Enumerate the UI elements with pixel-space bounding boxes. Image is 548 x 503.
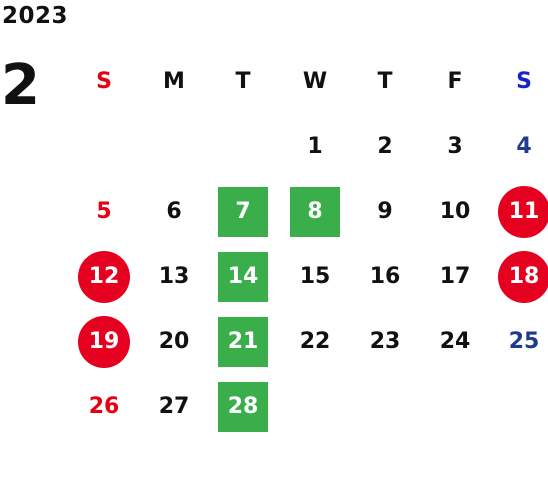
holiday-day-number: 18 xyxy=(498,250,548,303)
day-cell[interactable]: 28 xyxy=(208,379,278,434)
day-number: 1 xyxy=(307,134,323,159)
day-cell[interactable]: 13 xyxy=(139,249,209,304)
day-cell[interactable]: 5 xyxy=(69,184,139,239)
day-cell[interactable]: 22 xyxy=(280,314,350,369)
day-cell[interactable]: 10 xyxy=(420,184,490,239)
highlighted-day-number: 7 xyxy=(218,186,268,237)
day-cell[interactable]: 27 xyxy=(139,379,209,434)
day-number: 24 xyxy=(439,329,471,354)
day-number: 17 xyxy=(439,264,471,289)
day-number: 27 xyxy=(158,394,190,419)
weekday-header: S xyxy=(516,69,532,94)
holiday-day-number: 12 xyxy=(78,250,130,303)
day-number: 13 xyxy=(158,264,190,289)
weekday-header: S xyxy=(96,69,112,94)
holiday-day-number: 11 xyxy=(498,185,548,238)
day-cell[interactable]: 6 xyxy=(139,184,209,239)
weekday-header: F xyxy=(447,69,463,94)
day-cell[interactable]: 23 xyxy=(350,314,420,369)
weekday-header: W xyxy=(302,69,328,94)
day-cell[interactable]: 3 xyxy=(420,119,490,174)
weekday-header: M xyxy=(163,69,185,94)
day-cell[interactable]: 8 xyxy=(280,184,350,239)
month-label: 2 xyxy=(1,53,40,118)
weekday-header: T xyxy=(235,69,251,94)
highlighted-day-number: 21 xyxy=(218,316,268,367)
day-cell[interactable]: 14 xyxy=(208,249,278,304)
day-cell[interactable]: 18 xyxy=(489,249,548,304)
highlighted-day-number: 14 xyxy=(218,251,268,302)
day-cell[interactable]: 11 xyxy=(489,184,548,239)
day-cell[interactable]: 7 xyxy=(208,184,278,239)
day-cell[interactable]: 21 xyxy=(208,314,278,369)
week-row: 26 27 28 xyxy=(69,379,548,444)
day-cell[interactable]: 17 xyxy=(420,249,490,304)
day-number: 6 xyxy=(166,199,182,224)
day-number: 4 xyxy=(516,134,532,159)
day-cell[interactable]: 16 xyxy=(350,249,420,304)
day-cell[interactable]: 4 xyxy=(489,119,548,174)
day-number: 22 xyxy=(299,329,331,354)
day-number: 15 xyxy=(299,264,331,289)
day-number: 26 xyxy=(88,394,120,419)
highlighted-day-number: 28 xyxy=(218,381,268,432)
day-number: 10 xyxy=(439,199,471,224)
day-cell[interactable]: 20 xyxy=(139,314,209,369)
year-label: 2023 xyxy=(2,3,69,29)
day-cell[interactable]: 2 xyxy=(350,119,420,174)
day-number: 2 xyxy=(377,134,393,159)
day-cell[interactable]: 15 xyxy=(280,249,350,304)
day-cell[interactable]: 24 xyxy=(420,314,490,369)
day-cell[interactable]: 25 xyxy=(489,314,548,369)
week-row: 12 13 14 15 16 17 18 xyxy=(69,249,548,314)
day-number: 25 xyxy=(508,329,540,354)
day-cell[interactable]: 12 xyxy=(69,249,139,304)
day-cell[interactable]: 9 xyxy=(350,184,420,239)
day-number: 5 xyxy=(96,199,112,224)
day-number: 3 xyxy=(447,134,463,159)
week-row: 19 20 21 22 23 24 25 xyxy=(69,314,548,379)
holiday-day-number: 19 xyxy=(78,315,130,368)
highlighted-day-number: 8 xyxy=(290,186,340,237)
day-number: 20 xyxy=(158,329,190,354)
day-number: 23 xyxy=(369,329,401,354)
week-row: 1 2 3 4 xyxy=(69,119,548,184)
weekday-header: T xyxy=(377,69,393,94)
day-number: 9 xyxy=(377,199,393,224)
day-cell[interactable]: 26 xyxy=(69,379,139,434)
day-number: 16 xyxy=(369,264,401,289)
day-cell[interactable]: 19 xyxy=(69,314,139,369)
day-cell[interactable]: 1 xyxy=(280,119,350,174)
